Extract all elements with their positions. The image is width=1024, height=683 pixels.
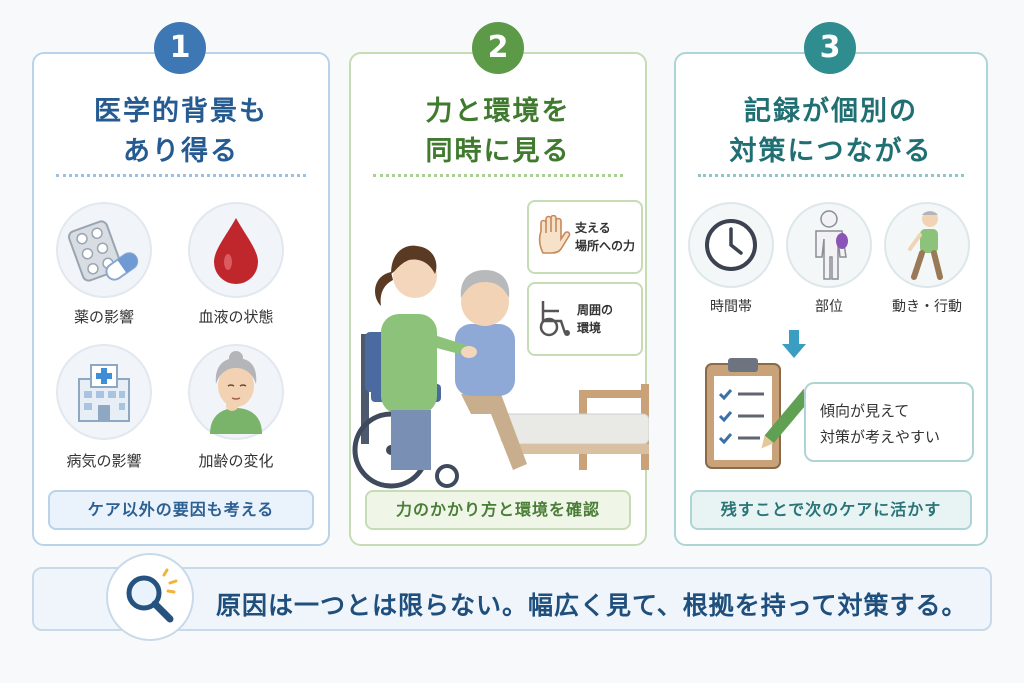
- item-label: 部位: [815, 299, 843, 315]
- blood-drop-icon: [188, 202, 284, 298]
- item-label: 血液の状態: [198, 308, 274, 326]
- step-number-3: 3: [804, 22, 856, 74]
- magnifier-icon: [106, 553, 194, 641]
- dotted-divider: [56, 174, 306, 177]
- pills-icon: [56, 202, 152, 298]
- hospital-icon: [56, 344, 152, 440]
- card-medical-background: 医学的背景も あり得る 薬の影響 血液の状態: [32, 52, 330, 546]
- card-title: 記録が個別の 対策につながる: [676, 92, 986, 172]
- hand-icon: [535, 214, 571, 259]
- card-records: 記録が個別の 対策につながる 時間帯 部位 動き・行動: [674, 52, 988, 546]
- item-label: 薬の影響: [73, 308, 134, 326]
- caregiver-assisting-elderly-icon: [351, 214, 651, 489]
- walking-person-icon: [884, 202, 970, 288]
- note-line1: 傾向が見えて: [820, 402, 910, 420]
- title-line2: 対策につながる: [729, 136, 933, 167]
- card-force-environment: 力と環境を 同時に見る: [349, 52, 650, 546]
- summary-banner: [32, 567, 992, 631]
- dotted-divider: [373, 174, 623, 177]
- title-line1: 力と環境を: [425, 96, 571, 127]
- item-label: 加齢の変化: [198, 452, 274, 470]
- clock-icon: [688, 202, 774, 288]
- card-title: 力と環境を 同時に見る: [351, 92, 645, 172]
- step-number-2: 2: [472, 22, 524, 74]
- elderly-woman-icon: [188, 344, 284, 440]
- item-label: 時間帯: [710, 299, 752, 315]
- title-line2: 同時に見る: [425, 136, 571, 167]
- clipboard-checklist-icon: [700, 354, 815, 476]
- info-box-surrounding: 周囲の 環境: [527, 282, 643, 356]
- info-box-support-force: 支える 場所への力: [527, 200, 643, 274]
- card-footer-pill: ケア以外の要因も考える: [48, 490, 314, 530]
- card-title: 医学的背景も あり得る: [34, 92, 328, 172]
- title-line1: 記録が個別の: [744, 96, 918, 127]
- box-label-line2: 場所への力: [575, 239, 636, 253]
- note-trend-visible: 傾向が見えて 対策が考えやすい: [804, 382, 974, 462]
- box-label-line2: 環境: [577, 321, 602, 335]
- step-number-1: 1: [154, 22, 206, 74]
- box-label-line1: 周囲の: [577, 303, 614, 317]
- box-label-line1: 支える: [575, 221, 611, 235]
- card-footer-pill: 残すことで次のケアに活かす: [690, 490, 972, 530]
- title-line1: 医学的背景も: [94, 96, 268, 127]
- item-label: 動き・行動: [892, 299, 962, 315]
- dotted-divider: [698, 174, 964, 177]
- card-footer-pill: 力のかかり方と環境を確認: [365, 490, 631, 530]
- arrow-down-icon: [780, 330, 808, 364]
- wheelchair-icon: [535, 297, 573, 341]
- note-line2: 対策が考えやすい: [820, 428, 941, 446]
- item-label: 病気の影響: [66, 452, 142, 470]
- title-line2: あり得る: [123, 136, 239, 167]
- summary-text: 原因は一つとは限らない。幅広く見て、根拠を持って対策する。: [216, 591, 968, 620]
- body-part-icon: [786, 202, 872, 288]
